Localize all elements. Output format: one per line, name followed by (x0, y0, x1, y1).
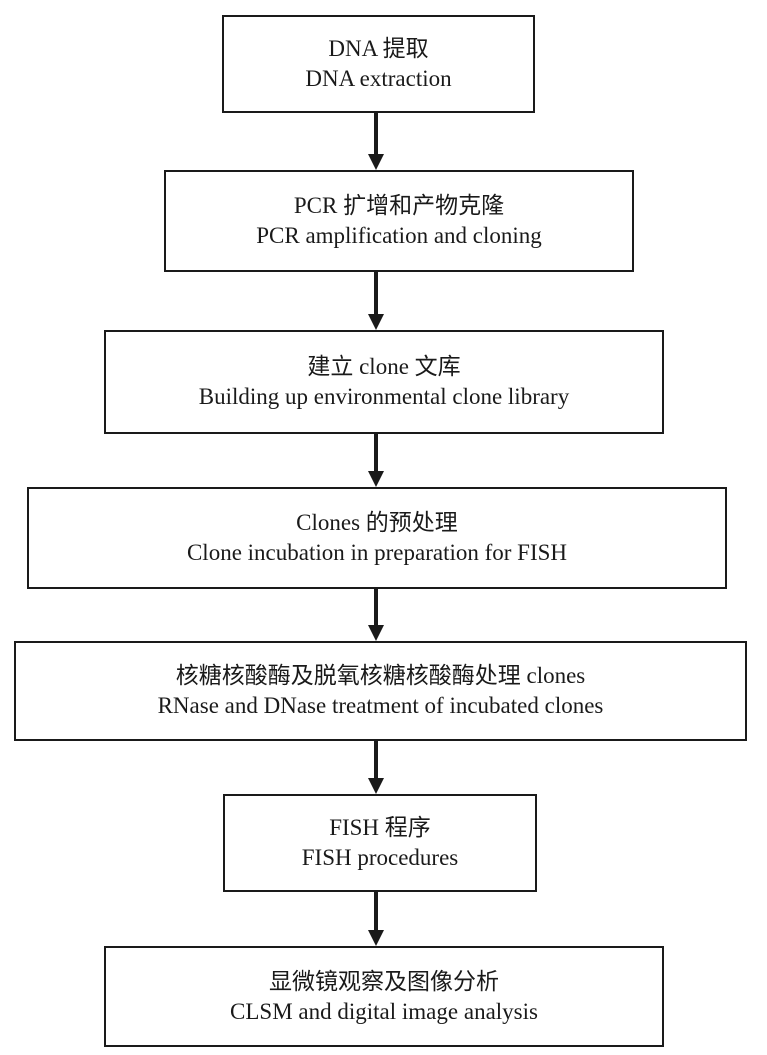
step-label-en: FISH procedures (301, 845, 459, 870)
step-label-en: Building up environmental clone library (198, 384, 570, 409)
step-label-cn: 核糖核酸酶及脱氧核糖核酸酶处理 clones (175, 663, 586, 688)
step-label-en: DNA extraction (305, 66, 452, 91)
step-label-cn: FISH 程序 (329, 815, 431, 840)
flow-arrow-3 (368, 434, 384, 487)
step-label-cn: PCR 扩增和产物克隆 (293, 193, 505, 218)
step-fish-procedures: FISH 程序 FISH procedures (223, 794, 537, 892)
arrow-down-icon (368, 154, 384, 170)
flow-arrow-5 (368, 741, 384, 794)
step-dna-extraction: DNA 提取 DNA extraction (222, 15, 535, 113)
step-label-en: RNase and DNase treatment of incubated c… (157, 693, 604, 718)
step-label-cn: Clones 的预处理 (296, 510, 458, 535)
arrow-down-icon (368, 930, 384, 946)
step-label-cn: 显微镜观察及图像分析 (269, 968, 499, 994)
step-label-cn: DNA 提取 (328, 36, 429, 61)
flow-arrow-4 (368, 589, 384, 641)
step-clone-library: 建立 clone 文库 Building up environmental cl… (104, 330, 664, 434)
step-rnase-dnase-treatment: 核糖核酸酶及脱氧核糖核酸酶处理 clones RNase and DNase t… (14, 641, 747, 741)
step-clone-incubation: Clones 的预处理 Clone incubation in preparat… (27, 487, 727, 589)
flow-arrow-1 (368, 113, 384, 170)
step-label-cn: 建立 clone 文库 (307, 354, 461, 379)
arrow-down-icon (368, 314, 384, 330)
flow-arrow-6 (368, 892, 384, 946)
step-pcr-amplification: PCR 扩增和产物克隆 PCR amplification and clonin… (164, 170, 634, 272)
step-label-en: CLSM and digital image analysis (230, 998, 538, 1024)
arrow-down-icon (368, 625, 384, 641)
arrow-down-icon (368, 778, 384, 794)
flow-arrow-2 (368, 272, 384, 330)
step-label-en: PCR amplification and cloning (256, 223, 542, 248)
step-clsm-image-analysis: 显微镜观察及图像分析 CLSM and digital image analys… (104, 946, 664, 1047)
step-label-en: Clone incubation in preparation for FISH (186, 540, 568, 565)
arrow-down-icon (368, 471, 384, 487)
